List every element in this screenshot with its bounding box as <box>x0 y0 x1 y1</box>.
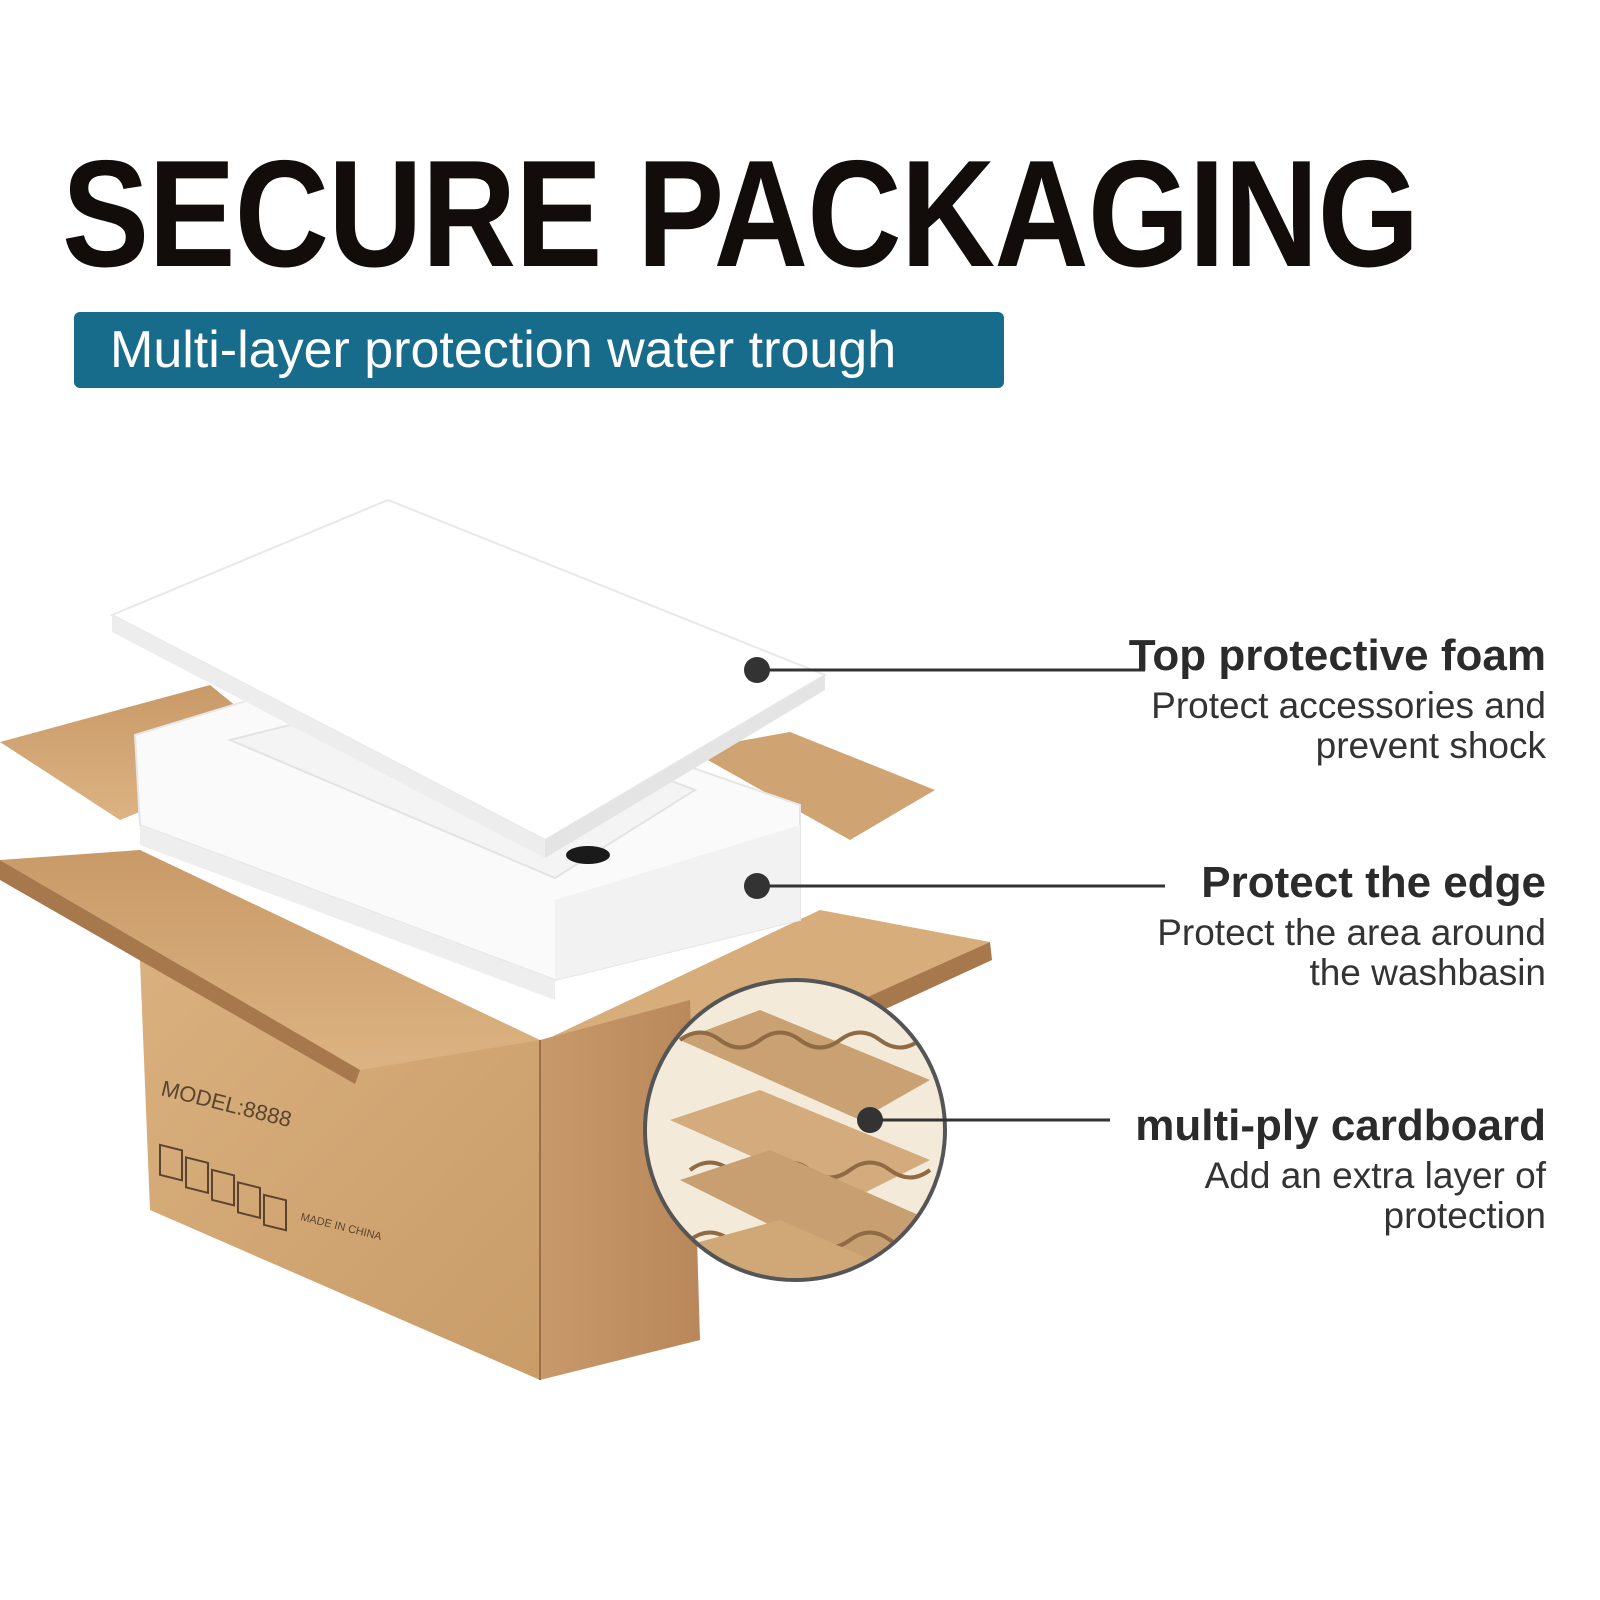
top-protective-foam-board <box>109 498 828 858</box>
callout-multi-ply-cardboard: multi-ply cardboard Add an extra layer o… <box>1135 1100 1546 1236</box>
callout-edge-protection: Protect the edge Protect the area around… <box>1157 857 1546 993</box>
drain-hole-icon <box>566 846 610 864</box>
packaging-illustration: MODEL:8888 MADE IN CHINA <box>0 498 1165 1380</box>
handling-symbols <box>159 1143 287 1232</box>
callout-desc-line: Protect accessories and <box>1151 685 1546 726</box>
cardboard-zoom-circle <box>643 978 947 1282</box>
callout-leaders <box>744 657 1165 1133</box>
callout-description: Protect the area around the washbasin <box>1157 913 1546 993</box>
callout-title: Top protective foam <box>1128 631 1546 680</box>
callout-desc-line: Add an extra layer of <box>1204 1155 1546 1196</box>
callout-desc-line: prevent shock <box>1315 725 1546 766</box>
subtitle-text: Multi-layer protection water trough <box>110 321 897 379</box>
page-title: SECURE PACKAGING <box>62 129 1419 299</box>
callout-desc-line: the washbasin <box>1309 952 1546 993</box>
subtitle-banner: Multi-layer protection water trough <box>74 312 1004 388</box>
callout-description: Protect accessories and prevent shock <box>1129 686 1546 766</box>
callout-top-foam: Top protective foam Protect accessories … <box>1129 630 1546 766</box>
callout-title: Protect the edge <box>1201 858 1546 907</box>
callout-desc-line: protection <box>1383 1195 1547 1236</box>
callout-desc-line: Protect the area around <box>1157 912 1546 953</box>
callout-title: multi-ply cardboard <box>1135 1101 1546 1150</box>
callout-description: Add an extra layer of protection <box>1135 1156 1546 1236</box>
